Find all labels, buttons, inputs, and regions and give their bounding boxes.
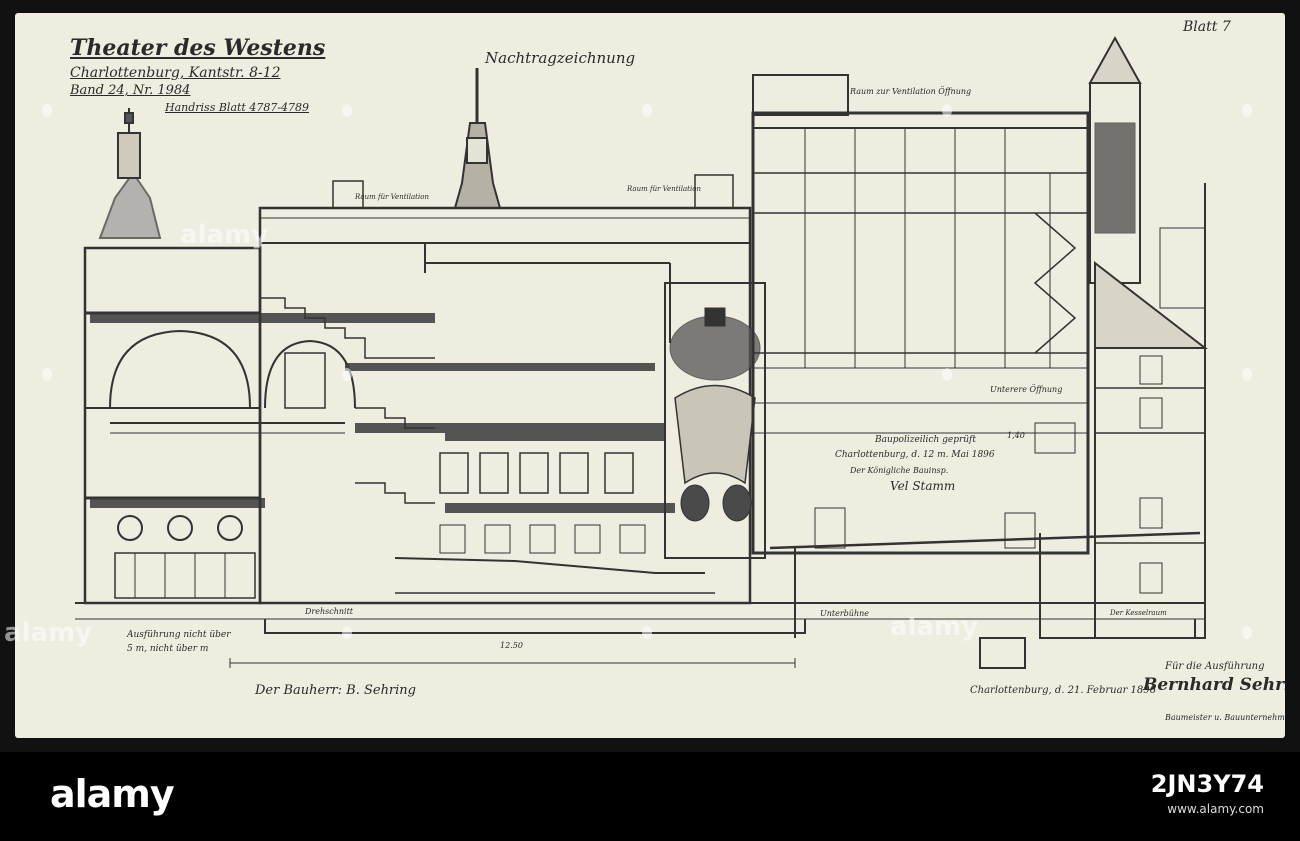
watermark-right: alamy <box>890 612 979 642</box>
label-lower-opening: Unterere Öffnung <box>990 385 1063 394</box>
executor-signature: Bernhard Sehring <box>1143 675 1285 695</box>
watermark-dot <box>342 104 352 117</box>
executor-label: Für die Ausführung <box>1165 661 1265 672</box>
right-tower <box>1088 35 1208 639</box>
ground-and-foundation <box>75 602 1205 668</box>
watermark-dot <box>42 368 52 381</box>
approval-signature: Vel Stamm <box>890 479 956 493</box>
watermark-dot <box>942 104 952 117</box>
approval-line-2: Charlottenburg, d. 12 m. Mai 1896 <box>835 450 995 460</box>
label-grade: 12.50 <box>500 641 523 650</box>
watermark-dot <box>642 626 652 639</box>
watermark-dot <box>642 104 652 117</box>
ornament-bands <box>90 313 675 513</box>
title-line-2: Charlottenburg, Kantstr. 8-12 <box>70 65 281 81</box>
title-line-4: Handriss Blatt 4787-4789 <box>165 101 310 114</box>
stock-url: www.alamy.com <box>1167 802 1264 816</box>
watermark-dot <box>342 626 352 639</box>
theater-section-drawing <box>75 35 1208 669</box>
label-ventilation-top: Raum für Ventilation <box>355 193 429 201</box>
approval-line-1: Baupolizeilich geprüft <box>875 435 977 445</box>
watermark-left: alamy <box>4 618 93 648</box>
watermark-center: alamy <box>180 220 269 250</box>
date-place: Charlottenburg, d. 21. Februar 1896 <box>970 685 1156 696</box>
approval-line-3: Der Königliche Bauinsp. <box>850 466 949 475</box>
watermark-dot <box>1242 626 1252 639</box>
stage-house <box>751 74 1201 638</box>
label-ventilation-mid: Raum für Ventilation <box>627 185 701 193</box>
watermark-dot <box>342 368 352 381</box>
proscenium <box>664 282 766 559</box>
stock-footer-bar <box>0 752 1300 841</box>
label-dim-1: 1,40 <box>1007 431 1025 440</box>
label-upper-opening: Raum zur Ventilation Öffnung <box>850 87 972 96</box>
title-line-1: Theater des Westens <box>70 35 326 61</box>
stock-image-id: 2JN3Y74 <box>1150 770 1264 798</box>
sheet-number: Blatt 7 <box>1183 19 1231 35</box>
builder-signature: Der Bauherr: B. Sehring <box>255 683 417 698</box>
watermark-dot <box>1242 368 1252 381</box>
label-floor-mid: Unterbühne <box>820 609 869 618</box>
auditorium <box>258 174 752 605</box>
margin-note: Ausführung nicht über 5 m, nicht über m <box>127 630 231 654</box>
drawing-title: Nachtragzeichnung <box>485 49 636 67</box>
watermark-dot <box>942 368 952 381</box>
label-floor-left: Drehschnitt <box>305 607 354 616</box>
watermark-dot <box>1242 104 1252 117</box>
watermark-dot <box>42 104 52 117</box>
drawing-sheet: Theater des Westens Charlottenburg, Kant… <box>15 13 1285 738</box>
title-line-3: Band 24, Nr. 1984 <box>70 83 191 98</box>
label-floor-right: Der Kesselraum <box>1110 609 1167 617</box>
front-facade <box>83 246 356 605</box>
left-tower <box>98 108 162 239</box>
lower-pit <box>979 637 1026 669</box>
stock-logo: alamy <box>50 772 175 816</box>
middle-spire <box>453 68 502 209</box>
executor-title: Baumeister u. Bauunternehmer <box>1165 713 1285 722</box>
